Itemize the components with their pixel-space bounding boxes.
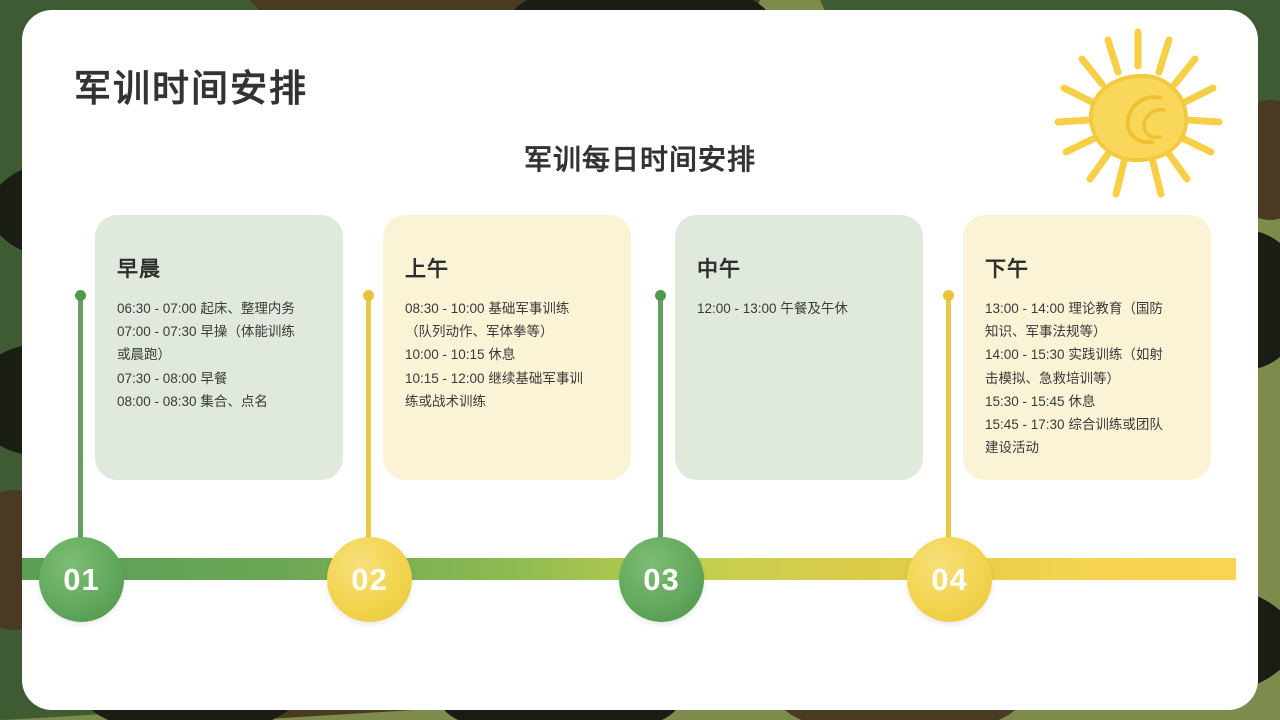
connector-dot-icon <box>943 290 954 301</box>
step-card-01[interactable]: 早晨 06:30 - 07:00 起床、整理内务 07:00 - 07:30 早… <box>95 215 343 480</box>
step-card-title: 中午 <box>697 258 741 281</box>
page-title: 军训时间安排 <box>74 68 308 109</box>
slide-card: 军训时间安排 军训每日时间安排 早晨 06:30 - <box>22 10 1258 710</box>
connector-dot-icon <box>363 290 374 301</box>
sun-icon <box>1054 28 1223 198</box>
step-number-badge-03[interactable]: 03 <box>619 537 704 622</box>
step-connector-03 <box>655 290 666 560</box>
step-card-03[interactable]: 中午 12:00 - 13:00 午餐及午休 <box>675 215 923 480</box>
step-card-04[interactable]: 下午 13:00 - 14:00 理论教育（国防 知识、军事法规等） 14:00… <box>963 215 1211 480</box>
connector-dot-icon <box>75 290 86 301</box>
step-card-title: 下午 <box>985 258 1029 281</box>
connector-dot-icon <box>655 290 666 301</box>
step-card-body: 12:00 - 13:00 午餐及午休 <box>697 301 848 316</box>
step-card-title: 早晨 <box>117 258 161 281</box>
step-number-badge-02[interactable]: 02 <box>327 537 412 622</box>
step-connector-02 <box>363 290 374 560</box>
step-connector-01 <box>75 290 86 560</box>
step-card-body: 13:00 - 14:00 理论教育（国防 知识、军事法规等） 14:00 - … <box>985 301 1163 456</box>
step-card-body: 06:30 - 07:00 起床、整理内务 07:00 - 07:30 早操（体… <box>117 301 295 409</box>
step-card-02[interactable]: 上午 08:30 - 10:00 基础军事训练 （队列动作、军体拳等） 10:0… <box>383 215 631 480</box>
step-number-badge-01[interactable]: 01 <box>39 537 124 622</box>
step-card-body: 08:30 - 10:00 基础军事训练 （队列动作、军体拳等） 10:00 -… <box>405 301 583 409</box>
step-card-title: 上午 <box>405 258 449 281</box>
step-number-badge-04[interactable]: 04 <box>907 537 992 622</box>
step-connector-04 <box>943 290 954 560</box>
page-subtitle: 军训每日时间安排 <box>523 144 756 175</box>
